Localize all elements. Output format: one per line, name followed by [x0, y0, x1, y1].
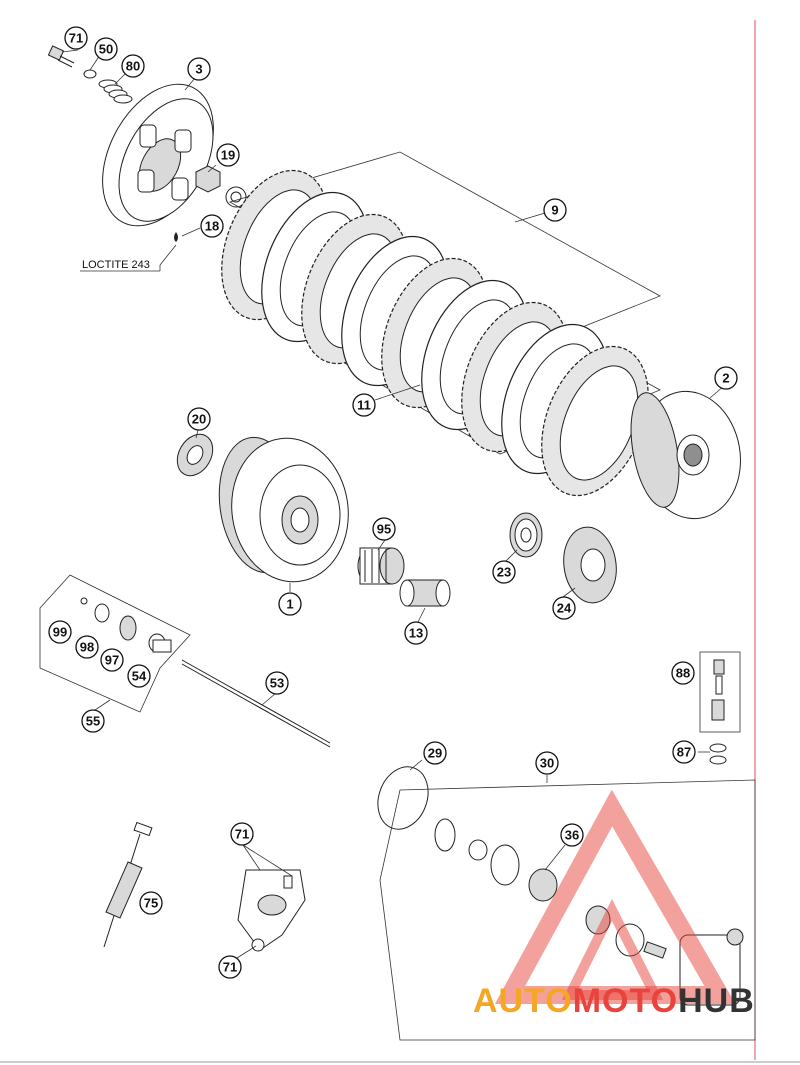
callout-80: 80: [121, 54, 145, 78]
svg-text:36: 36: [565, 828, 579, 843]
washer-part: [83, 69, 97, 79]
svg-text:AUTOMOTOHUB: AUTOMOTOHUB: [473, 982, 755, 1020]
svg-text:53: 53: [270, 676, 284, 691]
callout-95: 95: [372, 517, 396, 541]
svg-text:75: 75: [144, 896, 158, 911]
callout-71-top: 71: [64, 26, 88, 50]
svg-text:3: 3: [195, 62, 202, 77]
callout-1: 1: [278, 592, 302, 616]
svg-text:88: 88: [676, 666, 690, 681]
svg-text:50: 50: [99, 42, 113, 57]
svg-text:80: 80: [126, 59, 140, 74]
needle-bearing-part: [357, 547, 405, 585]
callout-23: 23: [492, 560, 516, 584]
bolt-part: [47, 45, 75, 68]
pushrod-kit-group: [39, 574, 191, 713]
watermark-part2: MOTO: [573, 982, 678, 1020]
svg-text:87: 87: [677, 745, 691, 760]
callout-20: 20: [187, 407, 211, 431]
callout-97: 97: [100, 648, 124, 672]
automotohub-watermark: AUTOMOTOHUB: [473, 789, 755, 1020]
svg-text:71: 71: [69, 31, 83, 46]
svg-text:30: 30: [540, 756, 554, 771]
callout-36: 36: [560, 823, 584, 847]
svg-text:95: 95: [377, 522, 391, 537]
loctite-drop: [174, 232, 178, 242]
spring-part: [98, 79, 133, 104]
pressure-plate-group: [47, 45, 247, 272]
svg-text:71: 71: [223, 960, 237, 975]
callout-24: 24: [552, 596, 576, 620]
svg-text:23: 23: [497, 565, 511, 580]
clutch-plate-bore: [559, 365, 639, 481]
svg-text:2: 2: [722, 371, 729, 386]
svg-text:99: 99: [53, 625, 67, 640]
svg-text:18: 18: [205, 219, 219, 234]
callout-18: 18: [200, 214, 224, 238]
svg-text:20: 20: [192, 412, 206, 427]
callout-13: 13: [404, 621, 428, 645]
callout-9: 9: [543, 198, 567, 222]
gear-24-part: [563, 526, 617, 604]
gear-23-part: [509, 512, 543, 558]
clutch-plate-stack: [221, 151, 661, 497]
callout-87: 87: [672, 740, 696, 764]
callout-53: 53: [265, 671, 289, 695]
callout-30: 30: [535, 751, 559, 775]
svg-text:55: 55: [86, 714, 100, 729]
svg-text:98: 98: [80, 640, 94, 655]
svg-text:71: 71: [235, 827, 249, 842]
svg-text:54: 54: [132, 669, 147, 684]
callout-88: 88: [671, 661, 695, 685]
svg-text:29: 29: [428, 746, 442, 761]
callout-54: 54: [127, 664, 151, 688]
svg-text:24: 24: [557, 601, 572, 616]
watermark-part1: AUTO: [473, 982, 573, 1020]
pressure-plate-part: [102, 83, 214, 227]
callout-29: 29: [423, 741, 447, 765]
bleed-valve-group: [699, 651, 741, 765]
svg-text:97: 97: [105, 653, 119, 668]
callout-55: 55: [81, 709, 105, 733]
inner-hub-part: [218, 436, 349, 583]
svg-text:13: 13: [409, 626, 423, 641]
svg-text:9: 9: [551, 203, 558, 218]
callout-98: 98: [75, 635, 99, 659]
callout-50: 50: [94, 37, 118, 61]
callout-71-cover-top: 71: [230, 822, 254, 846]
svg-text:19: 19: [221, 148, 235, 163]
bleed-syringe-part: [103, 821, 153, 948]
callout-2: 2: [714, 366, 738, 390]
svg-text:1: 1: [286, 597, 293, 612]
callout-99: 99: [48, 620, 72, 644]
thrust-washer-part: [176, 433, 214, 477]
bushing-part: [399, 579, 451, 607]
callout-11: 11: [352, 393, 376, 417]
callout-19: 19: [216, 143, 240, 167]
callout-75: 75: [139, 891, 163, 915]
callout-71-cover-bottom: 71: [218, 955, 242, 979]
pushrod-part: [181, 659, 331, 748]
callout-3: 3: [187, 57, 211, 81]
clutch-basket-part: [630, 390, 741, 520]
loctite-note: LOCTITE 243: [82, 259, 150, 271]
svg-text:11: 11: [357, 398, 371, 413]
o-ring-part: [377, 766, 429, 830]
nut-part: [195, 165, 221, 193]
callouts: 71 50 80 3 19 18 9 2 11 20 95 1 23 24 13…: [48, 26, 738, 979]
clutch-cover-part: [237, 869, 306, 952]
watermark-part3: HUB: [678, 982, 755, 1020]
